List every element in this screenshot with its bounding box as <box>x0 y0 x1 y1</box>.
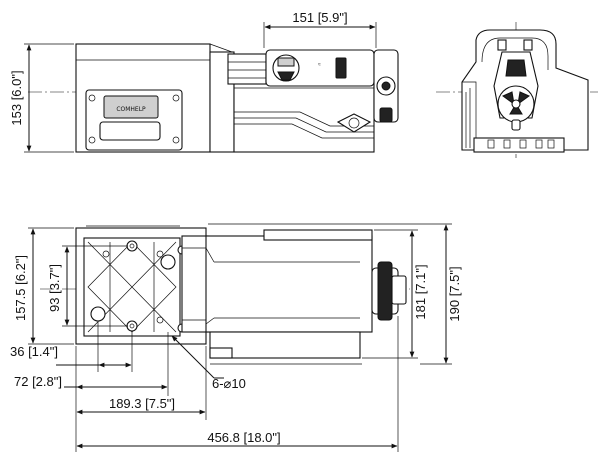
dim-offset-a-label: 36 [1.4"] <box>10 344 58 359</box>
dim-side-height-label: 153 [6.0"] <box>9 70 24 125</box>
hole-callout: 6-⌀10 <box>171 335 246 391</box>
dim-top-width: 151 [5.9"] <box>263 10 377 48</box>
nameplate-label: COMHELP <box>116 106 146 113</box>
dim-left-height-label: 157.5 [6.2"] <box>13 255 28 321</box>
dim-right-height-a: 181 [7.1"] <box>362 229 428 359</box>
dim-offset-b: 72 [2.8"] <box>14 332 169 452</box>
dim-side-height: 153 [6.0"] <box>9 43 74 153</box>
side-view <box>436 22 598 158</box>
dim-mid-length: 189.3 [7.5"] <box>76 346 207 420</box>
dim-right-height-b-label: 190 [7.5"] <box>447 266 462 321</box>
dim-mid-length-label: 189.3 [7.5"] <box>109 396 175 411</box>
front-view: COMHELP ≈ <box>28 43 399 153</box>
dim-inner-height: 93 [3.7"] <box>47 245 128 327</box>
dim-overall-length: 456.8 [18.0"] <box>76 316 399 452</box>
dim-top-width-label: 151 [5.9"] <box>292 10 347 25</box>
hole-callout-label: 6-⌀10 <box>212 376 246 391</box>
dim-offset-a: 36 [1.4"] <box>10 322 133 372</box>
svg-text:≈: ≈ <box>318 62 321 68</box>
dim-left-height: 157.5 [6.2"] <box>13 227 74 345</box>
dim-right-height-b: 190 [7.5"] <box>208 223 462 365</box>
plan-view <box>40 225 410 359</box>
dim-inner-height-label: 93 [3.7"] <box>47 264 62 312</box>
dim-overall-length-label: 456.8 [18.0"] <box>207 430 280 445</box>
dim-offset-b-label: 72 [2.8"] <box>14 374 62 389</box>
dim-right-height-a-label: 181 [7.1"] <box>413 264 428 319</box>
